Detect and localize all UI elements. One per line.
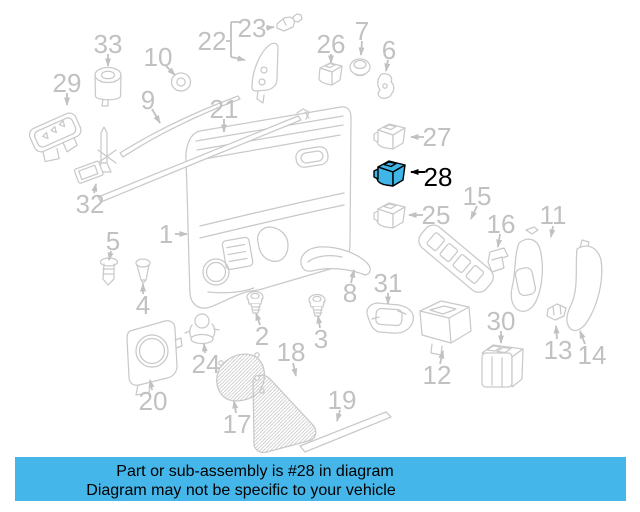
part-label-30: 30 <box>487 306 516 336</box>
part-7-grommet <box>349 58 371 77</box>
part-19-scuff-strip <box>299 411 392 453</box>
part-1-door-panel <box>185 106 352 309</box>
part-22-sail-panel <box>251 42 279 104</box>
part-15-leader-arrow <box>470 205 478 220</box>
part-label-31: 31 <box>374 268 403 298</box>
part-label-1: 1 <box>159 219 173 249</box>
part-27-window-switch <box>373 123 406 150</box>
part-25-window-switch <box>373 202 406 229</box>
part-13-clip <box>546 303 567 321</box>
part-8-armrest-grip <box>300 246 371 276</box>
part-label-28: 28 <box>424 162 453 192</box>
part-3-screw <box>308 293 326 317</box>
part-label-2: 2 <box>255 321 269 351</box>
part-20-speaker-enclosure <box>126 320 183 396</box>
part-2-leader-arrow <box>255 312 262 326</box>
part-10-washer <box>170 72 192 92</box>
part-label-6: 6 <box>382 35 396 65</box>
part-12-bracket <box>419 300 472 356</box>
part-21-upper-trim-strip <box>97 108 310 203</box>
part-20-leader-arrow <box>148 379 155 391</box>
part-label-8: 8 <box>343 278 357 308</box>
part-19-leader-arrow <box>336 409 342 422</box>
part-label-26: 26 <box>317 29 346 59</box>
part-3-leader-arrow <box>316 315 323 329</box>
part-14-leader-arrow <box>579 330 586 345</box>
part-label-32: 32 <box>76 189 105 219</box>
part-26-switch <box>318 62 343 86</box>
part-6-clip <box>377 72 395 99</box>
part-label-24: 24 <box>192 349 221 379</box>
part-label-13: 13 <box>544 335 573 365</box>
part-9-window-molding <box>119 95 241 158</box>
part-18-leader-arrow <box>291 362 298 377</box>
part-5-clip <box>99 257 119 286</box>
part-label-23: 23 <box>238 13 267 43</box>
part-label-10: 10 <box>144 42 173 72</box>
part-31-handle-carrier <box>366 302 415 334</box>
part-33-grommet <box>94 66 122 107</box>
part-label-33: 33 <box>94 29 123 59</box>
part-label-16: 16 <box>487 209 516 239</box>
part-7-leader-arrow <box>358 40 365 56</box>
part-label-20: 20 <box>139 386 168 416</box>
part-label-15: 15 <box>463 181 492 211</box>
part-13-leader-arrow <box>553 325 560 340</box>
part-label-27: 27 <box>423 122 452 152</box>
part-32-guide-bracket <box>73 126 117 184</box>
banner-line-1: Part or sub-assembly is #28 in diagram <box>116 463 394 480</box>
part-29-courtesy-lamp <box>28 112 82 163</box>
part-16-leader-arrow <box>496 233 503 248</box>
part-label-17: 17 <box>223 409 252 439</box>
part-label-25: 25 <box>422 200 451 230</box>
part-label-9: 9 <box>141 85 155 115</box>
part-24-tweeter-speaker <box>184 313 220 345</box>
part-label-5: 5 <box>106 226 120 256</box>
part-11-pull-handle-trim <box>510 226 544 312</box>
part-28-window-switch-highlighted <box>373 160 406 187</box>
part-32-leader-arrow <box>91 183 98 194</box>
banner-line-2: Diagram may not be specific to your vehi… <box>86 482 396 499</box>
part-label-12: 12 <box>423 360 452 390</box>
part-label-3: 3 <box>314 324 328 354</box>
part-8-leader-arrow <box>349 269 356 284</box>
part-17-leader-arrow <box>232 400 239 414</box>
part-23-leader-arrow <box>265 24 275 31</box>
part-24-leader-arrow <box>201 343 208 354</box>
part-23-clip <box>276 13 303 32</box>
part-4-pin <box>135 258 151 284</box>
part-11-leader-arrow <box>549 225 556 238</box>
part-6-leader-arrow <box>384 59 391 72</box>
part-15-switch-bezel <box>418 224 494 293</box>
part-22-leader-arrow <box>230 55 246 62</box>
part-label-4: 4 <box>136 290 150 320</box>
part-12-leader-arrow <box>438 350 445 365</box>
part-22-callout-bracket <box>226 21 240 57</box>
part-label-29: 29 <box>53 68 82 98</box>
part-label-18: 18 <box>277 337 306 367</box>
part-9-leader-arrow <box>151 108 161 124</box>
part-14-trim-molding <box>566 239 603 332</box>
part-label-14: 14 <box>578 340 607 370</box>
part-label-7: 7 <box>355 16 369 46</box>
part-10-leader-arrow <box>165 65 176 76</box>
part-30-switch-module <box>481 344 524 388</box>
highlight-banner: Part or sub-assembly is #28 in diagram D… <box>15 457 626 501</box>
part-label-11: 11 <box>540 200 567 230</box>
part-label-19: 19 <box>328 385 357 415</box>
part-2-screw <box>246 290 264 314</box>
part-16-clip <box>487 247 509 273</box>
part-18-speaker-grille <box>252 374 317 454</box>
part-label-22: 22 <box>198 26 227 56</box>
part-5-leader-arrow <box>107 250 114 261</box>
part-label-21: 21 <box>210 94 239 124</box>
